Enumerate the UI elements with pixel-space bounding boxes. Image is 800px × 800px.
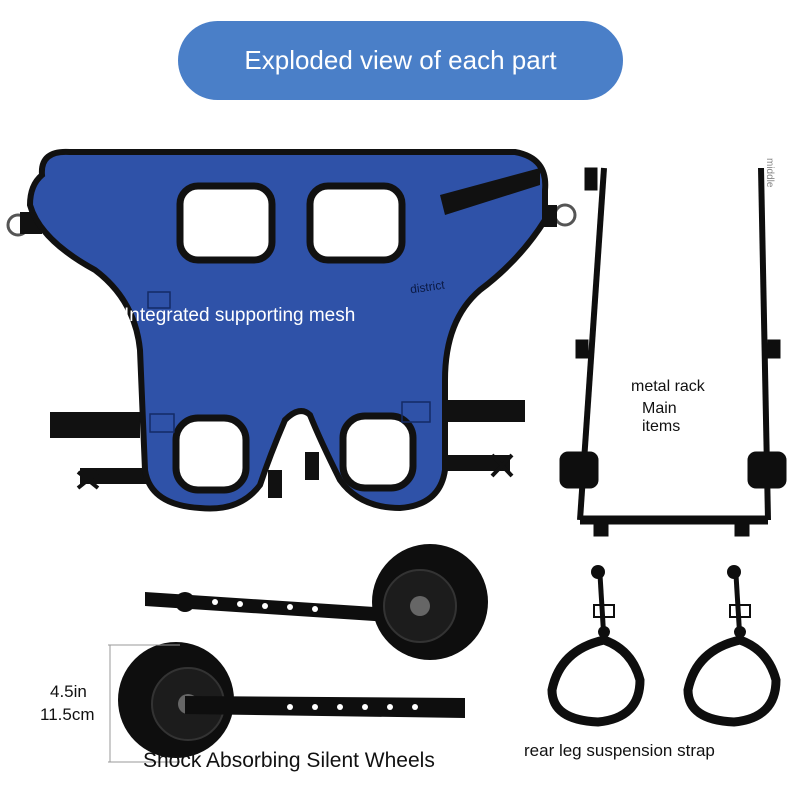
wheels-label: Shock Absorbing Silent Wheels bbox=[143, 749, 435, 772]
rear-leg-strap-right bbox=[683, 565, 781, 727]
metal-rack-label: metal rack bbox=[631, 378, 705, 395]
wheel-assembly-top bbox=[145, 544, 488, 660]
dimension-cm-label: 11.5cm bbox=[40, 705, 95, 724]
rear-leg-strap-left bbox=[547, 565, 645, 727]
dimension-bracket bbox=[108, 644, 180, 763]
header-title-pill: Exploded view of each part bbox=[178, 21, 623, 100]
support-harness bbox=[6, 148, 577, 512]
wheel-assembly-bottom bbox=[118, 642, 465, 758]
mesh-label: Integrated supporting mesh bbox=[124, 305, 356, 326]
main-label: Main bbox=[642, 400, 677, 417]
strap-label: rear leg suspension strap bbox=[524, 741, 715, 760]
items-label: items bbox=[642, 418, 681, 435]
header-title: Exploded view of each part bbox=[244, 45, 557, 75]
middle-label: middle bbox=[764, 158, 775, 188]
dimension-in-label: 4.5in bbox=[50, 682, 87, 701]
metal-rack bbox=[559, 167, 787, 537]
